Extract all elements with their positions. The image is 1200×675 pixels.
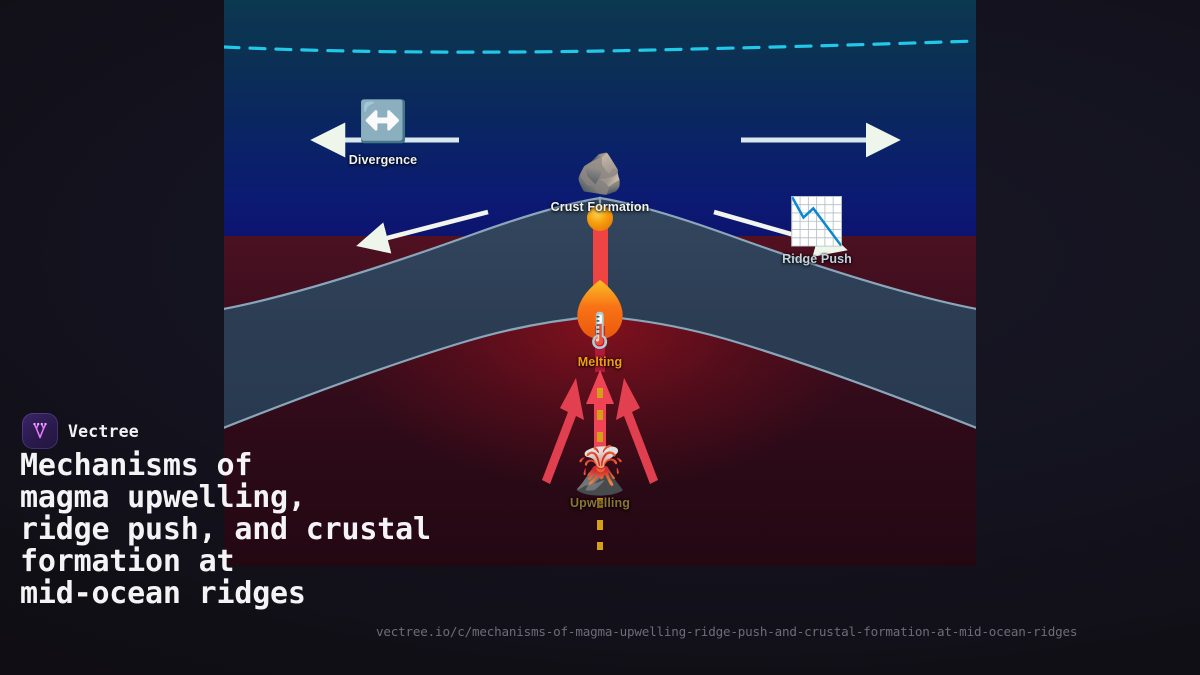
upwelling-arrows [542, 370, 658, 550]
lithosphere-and-magma-group [224, 122, 976, 550]
right-lithospheric-plate [598, 196, 976, 429]
page-title: Mechanisms of magma upwelling, ridge pus… [20, 448, 431, 611]
brand-name: Vectree [68, 421, 139, 441]
sea-surface-line [224, 39, 976, 54]
new-crust-blob [587, 205, 613, 231]
magma-conduit [577, 205, 623, 372]
magma-chamber [577, 280, 623, 339]
mid-ocean-ridge-diagram: ↔️ 🪨 📉 🌡️ 🌋 Divergence Crust Formation R… [224, 0, 976, 566]
vectree-logo-icon [22, 413, 58, 449]
vectree-tree-glyph [33, 422, 47, 439]
source-url: vectree.io/c/mechanisms-of-magma-upwelli… [376, 624, 1078, 639]
ridge-push-arrow-left [356, 209, 489, 254]
ridge-push-arrow-right [713, 209, 848, 257]
ocean-water-layer [224, 0, 976, 236]
brand-lockup: Vectree [22, 413, 139, 449]
